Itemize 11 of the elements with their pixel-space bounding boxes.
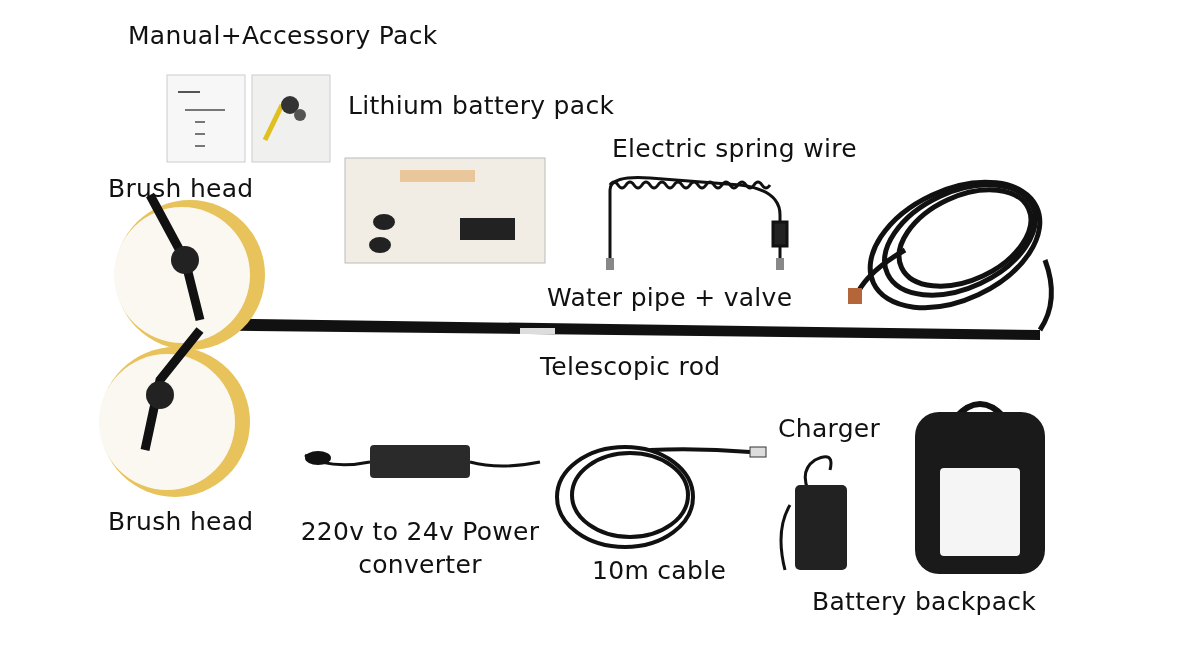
part-label: Battery backpack — [812, 586, 1037, 618]
part-label: Water pipe + valve — [547, 282, 793, 314]
part-label: Lithium battery pack — [348, 90, 615, 122]
part-label: Manual+Accessory Pack — [128, 20, 438, 52]
part-label: Electric spring wire — [612, 133, 857, 165]
part-label: 10m cable — [592, 555, 727, 587]
part-label: Charger — [778, 413, 881, 445]
part-label: Brush head — [108, 173, 254, 205]
part-label: Telescopic rod — [540, 351, 721, 383]
part-label: Brush head — [108, 506, 254, 538]
part-label: 220v to 24v Power converter — [299, 516, 541, 581]
